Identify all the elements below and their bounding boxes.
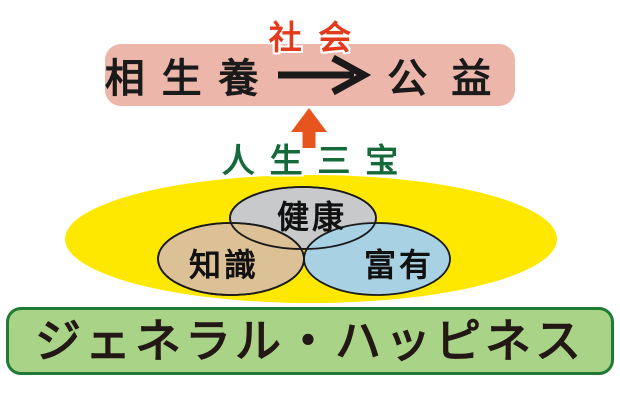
health-ellipse-outline (229, 186, 377, 250)
right-arrow-icon (278, 54, 372, 96)
relation-box: 相生養 公益 (105, 44, 515, 106)
general-happiness-label: ジェネラル・ハッピネス (35, 314, 585, 368)
knowledge-ellipse-outline (157, 222, 305, 296)
wealth-label: 富有 (363, 246, 435, 284)
knowledge-label: 知識 (188, 246, 260, 284)
relation-right-text: 公益 (387, 56, 516, 102)
up-arrow-icon (291, 108, 327, 148)
general-happiness-banner: ジェネラル・ハッピネス (6, 307, 614, 375)
society-label: 社会 (268, 18, 368, 57)
relation-left-text: 相生養 (104, 56, 276, 102)
health-label: 健康 (276, 198, 348, 236)
venn-diagram (157, 186, 451, 296)
three-treasures-title: 人生三宝 (221, 141, 414, 180)
